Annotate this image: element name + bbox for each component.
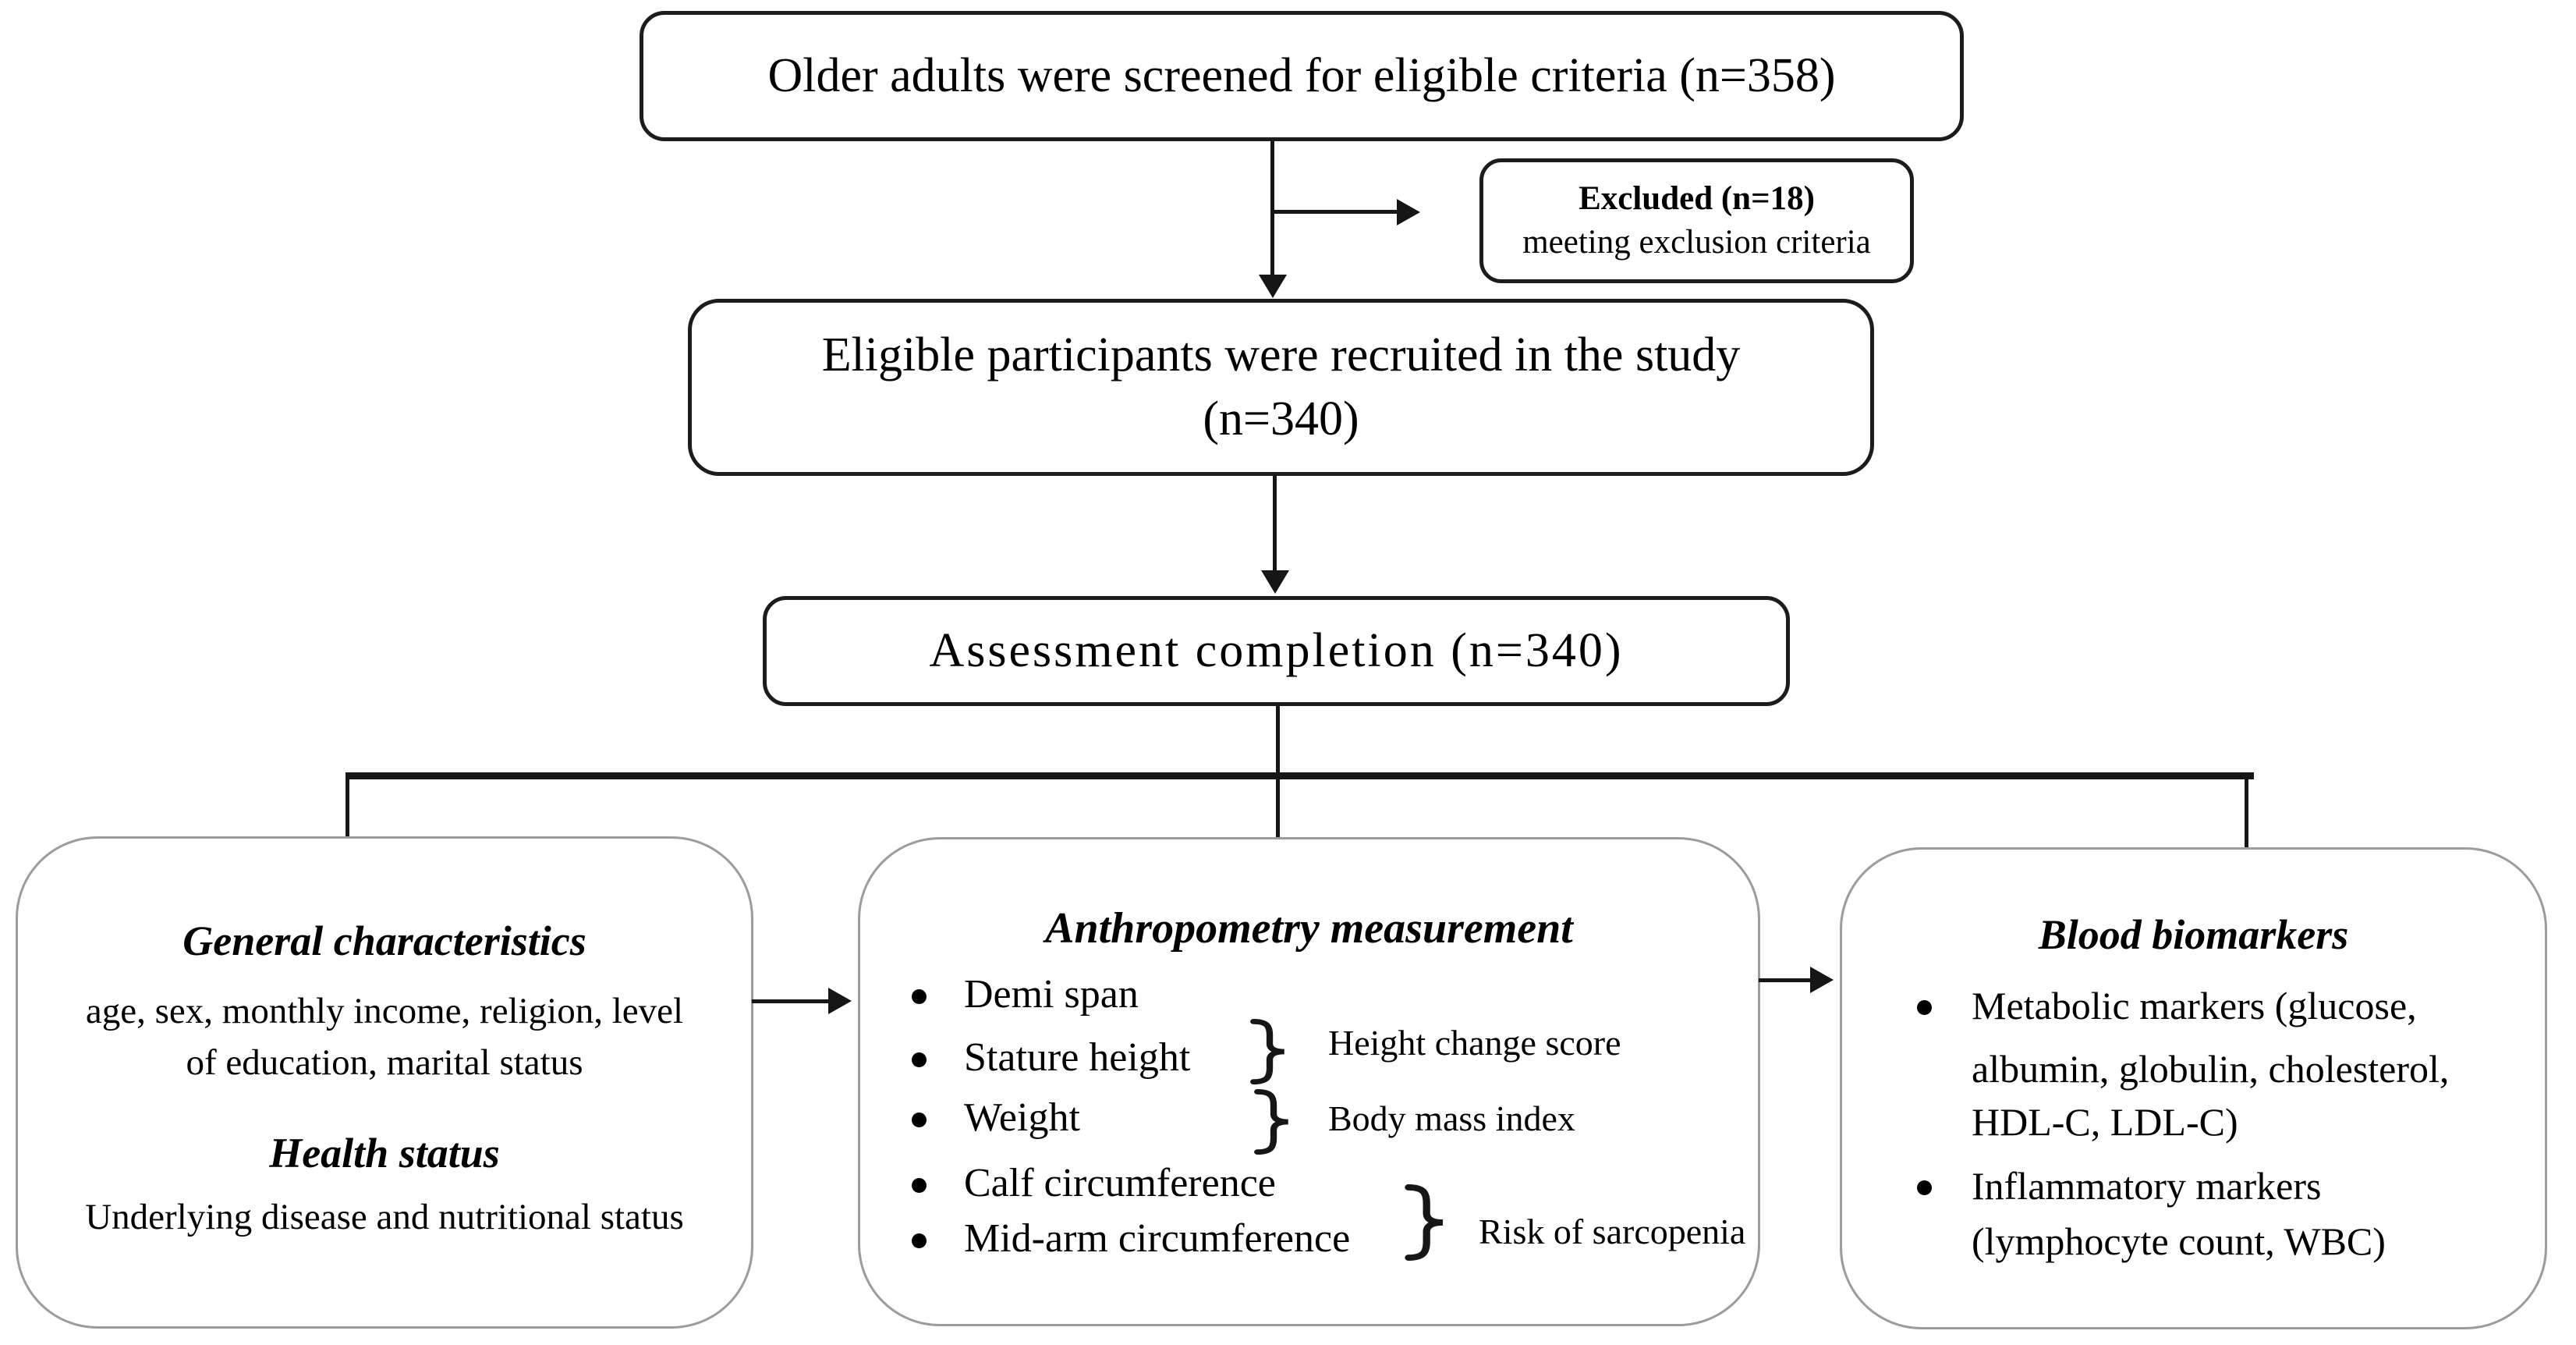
screened-box: Older adults were screened for eligible … xyxy=(640,11,1964,141)
bullet-icon xyxy=(912,1178,927,1193)
anthro-annotation: Body mass index xyxy=(1328,1098,1575,1138)
connector-drop-left xyxy=(345,778,349,839)
bullet-icon xyxy=(1917,1180,1932,1195)
anthropometry-panel: Anthropometry measurement Demi span Stat… xyxy=(858,837,1760,1326)
curly-brace-icon xyxy=(1405,1184,1444,1261)
arrowhead-right-blood xyxy=(1810,967,1834,993)
screened-text: Older adults were screened for eligible … xyxy=(767,48,1836,102)
general-body-line1: age, sex, monthly income, religion, leve… xyxy=(85,991,684,1031)
connector-recruited-to-assessment xyxy=(1273,476,1277,571)
excluded-subtitle: meeting exclusion criteria xyxy=(1522,224,1871,261)
connector-horizontal-bar xyxy=(345,772,2254,779)
anthro-item: Calf circumference xyxy=(964,1161,1276,1205)
health-status-body: Underlying disease and nutritional statu… xyxy=(85,1197,684,1237)
general-body-line2: of education, marital status xyxy=(186,1042,583,1083)
arrowhead-right-anthro xyxy=(828,988,852,1014)
blood-item-line: Inflammatory markers xyxy=(1972,1164,2322,1208)
excluded-title: Excluded (n=18) xyxy=(1579,180,1815,218)
anthro-item: Mid-arm circumference xyxy=(964,1216,1351,1261)
curly-brace-icon xyxy=(1250,1019,1284,1084)
blood-item-line: (lymphocyte count, WBC) xyxy=(1972,1219,2386,1263)
bullet-icon xyxy=(912,1233,927,1248)
bullet-icon xyxy=(912,1113,927,1127)
assessment-text: Assessment completion (n=340) xyxy=(929,623,1624,677)
assessment-box: Assessment completion (n=340) xyxy=(763,596,1790,706)
connector-general-to-anthro xyxy=(752,999,830,1003)
blood-item-line: HDL-C, LDL-C) xyxy=(1972,1100,2238,1144)
connector-drop-right xyxy=(2245,778,2248,850)
curly-brace-icon xyxy=(1254,1089,1288,1155)
arrowhead-right-excluded xyxy=(1397,199,1420,225)
recruited-line1: Eligible participants were recruited in … xyxy=(821,328,1741,381)
anthro-item: Stature height xyxy=(964,1035,1191,1080)
arrowhead-down-recruited xyxy=(1259,275,1287,298)
general-title: General characteristics xyxy=(182,917,586,964)
recruited-line2: (n=340) xyxy=(1203,392,1359,445)
anthro-item: Weight xyxy=(964,1095,1080,1140)
bullet-icon xyxy=(1917,1000,1932,1015)
connector-screened-to-recruited xyxy=(1270,141,1274,275)
blood-biomarkers-panel: Blood biomarkers Metabolic markers (gluc… xyxy=(1840,847,2547,1329)
arrowhead-down-assessment xyxy=(1261,570,1289,594)
bullet-icon xyxy=(912,989,927,1004)
health-status-title: Health status xyxy=(269,1130,500,1176)
general-characteristics-panel: General characteristics age, sex, monthl… xyxy=(16,836,753,1329)
excluded-box: Excluded (n=18) meeting exclusion criter… xyxy=(1479,158,1914,283)
anthro-annotation: Height change score xyxy=(1328,1023,1621,1063)
anthro-item: Demi span xyxy=(964,972,1139,1017)
connector-anthro-to-blood xyxy=(1759,978,1812,982)
blood-item-line: Metabolic markers (glucose, xyxy=(1972,984,2417,1027)
bullet-icon xyxy=(912,1052,927,1067)
anthro-title: Anthropometry measurement xyxy=(1045,904,1573,953)
anthro-annotation: Risk of sarcopenia xyxy=(1479,1212,1746,1251)
connector-branch-excluded xyxy=(1272,210,1397,214)
blood-title: Blood biomarkers xyxy=(2038,911,2349,958)
recruited-box: Eligible participants were recruited in … xyxy=(688,299,1874,476)
blood-item-line: albumin, globulin, cholesterol, xyxy=(1972,1047,2450,1091)
